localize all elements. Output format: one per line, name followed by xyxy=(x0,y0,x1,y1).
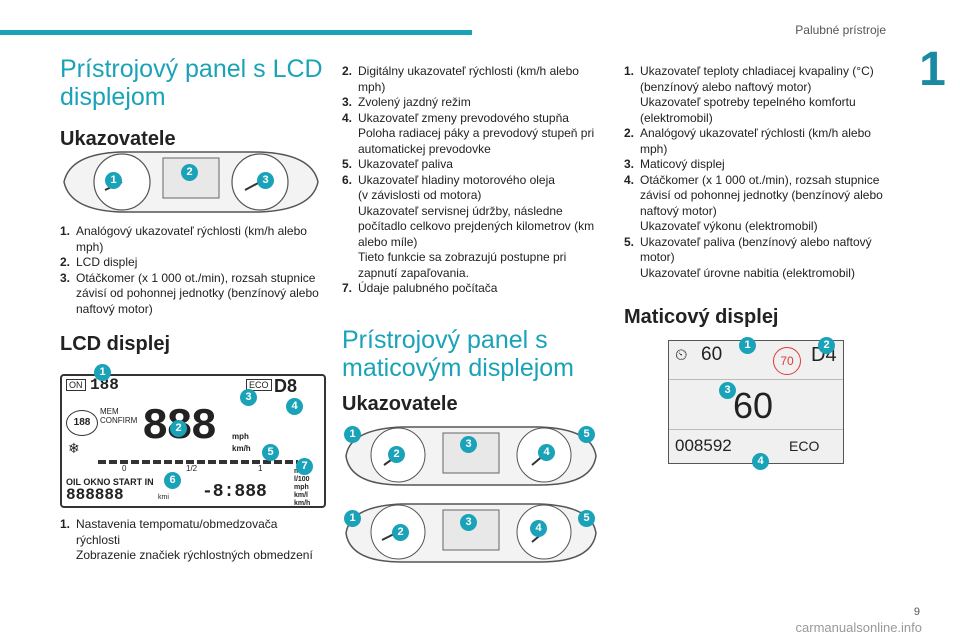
chapter-tab: 1 xyxy=(905,42,960,96)
lcd-display-figure: ON 188 ECO D8 188 MEM CONFIRM 888 mph km… xyxy=(60,374,326,508)
matrix-speed: 60 xyxy=(733,385,774,426)
top-accent-bar xyxy=(0,30,472,35)
list-item: 1.Ukazovateľ teploty chladiacej kvapalin… xyxy=(624,64,874,125)
fig2-badge-5: 5 xyxy=(262,444,279,461)
lcd-fuel-bar xyxy=(98,460,298,464)
list-item: 7.Údaje palubného počítača xyxy=(342,281,498,295)
fig2-badge-2: 2 xyxy=(170,420,187,437)
fig2-badge-3: 3 xyxy=(240,389,257,406)
watermark: carmanualsonline.info xyxy=(795,620,922,635)
matrix-cluster-figure-2 xyxy=(345,503,597,563)
matrix-cruise-speed: 60 xyxy=(701,344,723,365)
matrix-display-figure: ⏲ 60 70 D4 60 008592 ECO xyxy=(668,340,844,464)
lcd-fuel-half: 1/2 xyxy=(186,464,198,473)
fig1-badge-2: 2 xyxy=(181,164,198,181)
matrix-speed-limit: 70 xyxy=(773,347,801,375)
snowflake-icon: ❄ xyxy=(68,440,80,456)
speedometer-icon: ⏲ xyxy=(675,347,688,364)
list-item: 6.Ukazovateľ hladiny motorového oleja(v … xyxy=(342,172,595,280)
list-item: 3.Maticový displej xyxy=(624,157,725,171)
list-item: 2.LCD displej xyxy=(60,255,138,269)
fig3a-badge-3: 3 xyxy=(460,436,477,453)
lcd-confirm-label: CONFIRM xyxy=(100,416,138,425)
fig1-badge-3: 3 xyxy=(257,172,274,189)
fig3b-badge-5: 5 xyxy=(578,510,595,527)
lcd-kmi-label: kmi xyxy=(158,494,169,501)
fig4-badge-2: 2 xyxy=(818,337,835,354)
list-item: 2.Analógový ukazovateľ rýchlosti (km/h a… xyxy=(624,126,871,156)
fig4-badge-3: 3 xyxy=(719,382,736,399)
list-item: 5.Ukazovateľ paliva (benzínový alebo naf… xyxy=(624,234,872,280)
list-item: 1.Analógový ukazovateľ rýchlosti (km/h a… xyxy=(60,224,307,254)
left-column: Prístrojový panel s LCD displejom Ukazov… xyxy=(60,55,330,151)
lcd-fuel-one: 1 xyxy=(258,464,263,473)
lcd-mem-label: MEM xyxy=(100,407,119,416)
matrix-indicators-heading: Ukazovatele xyxy=(342,393,458,415)
chapter-number: 1 xyxy=(919,43,946,96)
fig2-badge-1: 1 xyxy=(94,364,111,381)
fig2-badge-7: 7 xyxy=(296,458,313,475)
fig3a-badge-4: 4 xyxy=(538,444,555,461)
lcd-on-label: ON xyxy=(66,379,86,391)
lcd-trip-digits: -8:888 xyxy=(202,482,267,502)
fig4-badge-1: 1 xyxy=(739,337,756,354)
running-header: Palubné prístroje xyxy=(795,23,886,37)
right-list: 1.Ukazovateľ teploty chladiacej kvapalin… xyxy=(624,64,894,281)
list-item: 2.Digitálny ukazovateľ rýchlosti (km/h a… xyxy=(342,64,579,94)
fig4-badge-4: 4 xyxy=(752,453,769,470)
matrix-odometer: 008592 xyxy=(675,436,732,455)
matrix-drive-mode: ECO xyxy=(789,438,820,454)
lcd-oil-label: OIL OKNO START IN xyxy=(66,477,154,487)
section-title-lcd-panel: Prístrojový panel s LCD displejom xyxy=(60,55,323,111)
fig2-badge-6: 6 xyxy=(164,472,181,489)
fig3a-badge-1: 1 xyxy=(344,426,361,443)
matrix-display-heading: Maticový displej xyxy=(624,306,779,328)
fig3a-badge-2: 2 xyxy=(388,446,405,463)
fig3b-badge-1: 1 xyxy=(344,510,361,527)
fig3a-badge-5: 5 xyxy=(578,426,595,443)
lcd-mph-label: mph xyxy=(232,432,249,441)
middle-list: 2.Digitálny ukazovateľ rýchlosti (km/h a… xyxy=(342,64,604,297)
lcd-eco-label: ECO xyxy=(246,379,272,391)
page-number: 9 xyxy=(913,606,920,618)
fig2-badge-4: 4 xyxy=(286,398,303,415)
list-item: 5.Ukazovateľ paliva xyxy=(342,157,453,171)
matrix-cluster-figure-1 xyxy=(345,426,597,486)
lcd-speed-limit-ring: 188 xyxy=(66,410,98,436)
left-list-1: 1.Analógový ukazovateľ rýchlosti (km/h a… xyxy=(60,224,332,317)
lcd-gear: D8 xyxy=(274,376,298,396)
fig3b-badge-4: 4 xyxy=(530,520,547,537)
lcd-display-heading: LCD displej xyxy=(60,333,171,355)
list-item: 3.Otáčkomer (x 1 000 ot./min), rozsah st… xyxy=(60,270,319,316)
fig3b-badge-3: 3 xyxy=(460,514,477,531)
section-title-matrix-panel: Prístrojový panel s maticovým displejom xyxy=(342,326,575,382)
fig1-badge-1: 1 xyxy=(105,172,122,189)
lcd-kmh-label: km/h xyxy=(232,444,251,453)
indicators-heading: Ukazovatele xyxy=(60,128,176,150)
list-item: 3.Zvolený jazdný režim xyxy=(342,95,471,109)
lcd-odometer-digits: 888888 xyxy=(66,486,124,504)
lcd-top-digits: 188 xyxy=(90,376,119,394)
list-item: 4.Otáčkomer (x 1 000 ot./min), rozsah st… xyxy=(624,172,883,234)
lcd-fuel-zero: 0 xyxy=(122,464,127,473)
analog-cluster-figure xyxy=(63,151,319,213)
fig3b-badge-2: 2 xyxy=(392,524,409,541)
